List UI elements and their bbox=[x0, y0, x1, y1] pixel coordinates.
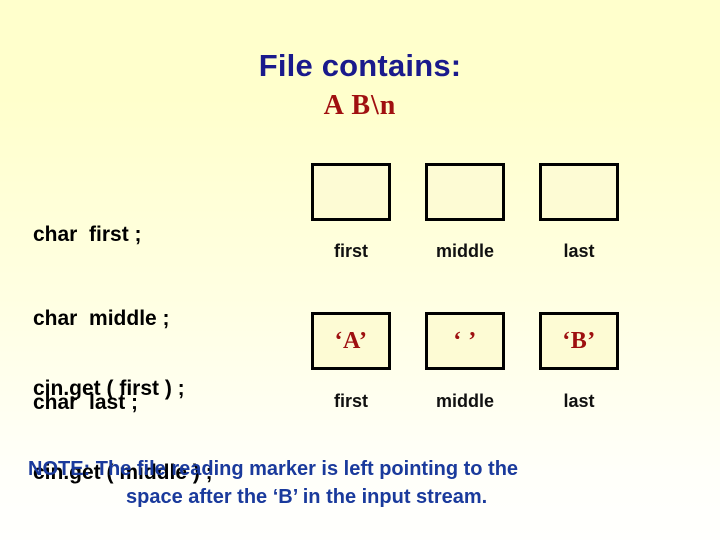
variable-box-middle-after: ‘ ’ bbox=[425, 312, 505, 370]
variable-label-last-before: last bbox=[563, 241, 595, 261]
declaration-line-2: char middle ; bbox=[33, 307, 170, 330]
footer-note-line-1: NOTE: The file reading marker is left po… bbox=[28, 458, 519, 480]
statement-code-block: cin.get ( first ) ; cin.get ( middle ) ;… bbox=[33, 319, 213, 540]
variable-labels-before: first middle last bbox=[311, 240, 641, 264]
variable-box-last-after: ‘B’ bbox=[539, 312, 619, 370]
variable-label-last-after: last bbox=[563, 391, 595, 411]
variable-boxes-before bbox=[311, 163, 641, 221]
declaration-line-3: char last ; bbox=[33, 391, 139, 414]
page-title: File contains: bbox=[258, 48, 462, 83]
declaration-line-1: char first ; bbox=[33, 223, 142, 246]
variable-box-last-after-value: ‘B’ bbox=[562, 328, 596, 354]
title-block: File contains: A B\n bbox=[0, 48, 720, 122]
variable-box-first-after-value: ‘A’ bbox=[334, 328, 368, 354]
variable-box-first-before bbox=[311, 163, 391, 221]
footer-note: NOTE: The file reading marker is left po… bbox=[28, 455, 692, 511]
variable-box-last-before bbox=[539, 163, 619, 221]
variable-label-middle-before: middle bbox=[435, 241, 494, 261]
variable-labels-after: first middle last bbox=[311, 390, 641, 414]
variable-box-middle-before bbox=[425, 163, 505, 221]
variable-label-first-after: first bbox=[333, 391, 368, 411]
footer-note-line-2: space after the ‘B’ in the input stream. bbox=[126, 486, 488, 508]
variable-box-first-after: ‘A’ bbox=[311, 312, 391, 370]
file-contents-text: A B\n bbox=[323, 89, 397, 121]
statement-line-2: cin.get ( middle ) ; bbox=[33, 461, 213, 484]
statement-line-1: cin.get ( first ) ; bbox=[33, 377, 185, 400]
declaration-code-block: char first ; char middle ; char last ; bbox=[33, 165, 170, 473]
variable-label-first-before: first bbox=[333, 241, 368, 261]
variable-boxes-after: ‘A’ ‘ ’ ‘B’ bbox=[311, 312, 641, 370]
variable-label-middle-after: middle bbox=[435, 391, 494, 411]
variable-box-middle-after-value: ‘ ’ bbox=[453, 328, 477, 354]
